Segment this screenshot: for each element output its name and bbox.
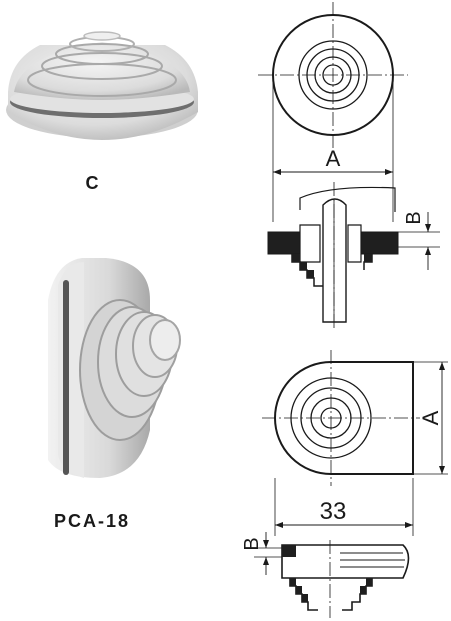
drawing-bottom-dimension-a — [413, 361, 448, 475]
drawing-top-section-view — [267, 182, 399, 330]
grommet-pca18-photo — [48, 258, 181, 478]
grommet-c-photo — [6, 31, 198, 140]
drawing-bottom-dimension-b — [254, 532, 282, 575]
caption-pca18: PCA-18 — [54, 511, 130, 531]
drawing-top-dimension-a — [272, 80, 394, 222]
drawing-bottom-label-b: B — [241, 537, 263, 550]
drawing-bottom-label-a: A — [418, 410, 443, 425]
drawing-bottom-plan-view — [262, 350, 420, 486]
caption-c: C — [86, 173, 99, 193]
drawing-top-plan-view — [258, 2, 408, 150]
drawing-bottom-dimension-width — [274, 478, 414, 536]
drawing-top-label-a: A — [326, 146, 341, 171]
drawing-bottom-label-width: 33 — [320, 498, 347, 525]
drawing-bottom-section-view — [281, 540, 410, 618]
drawing-top-label-b: B — [403, 211, 425, 224]
drawing-top-dimension-b — [398, 212, 440, 270]
